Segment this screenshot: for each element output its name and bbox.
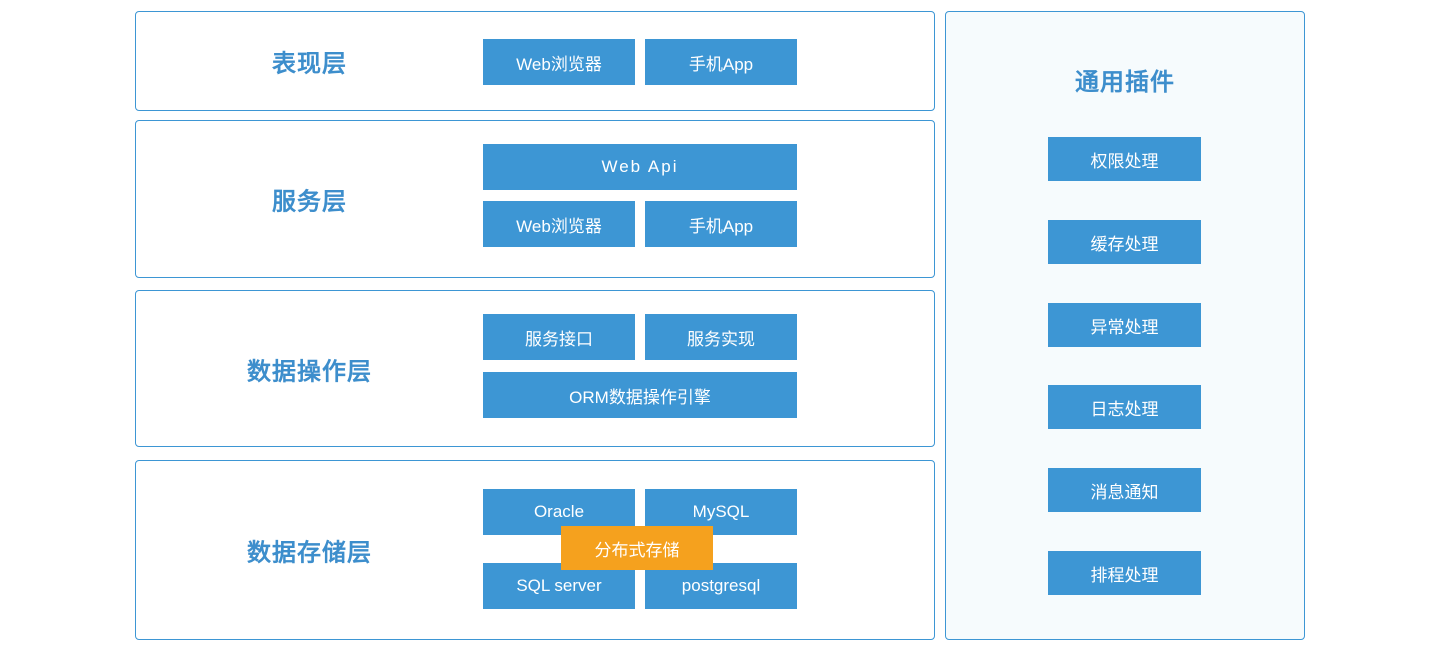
plugin-panel-title: 通用插件 (1075, 69, 1175, 96)
node-sql-server[interactable]: SQL server (483, 563, 635, 609)
node-distributed-storage[interactable]: 分布式存储 (561, 526, 713, 570)
plugin-item-scheduling[interactable]: 排程处理 (1048, 551, 1201, 595)
node-oracle[interactable]: Oracle (483, 489, 635, 535)
node-orm-engine[interactable]: ORM数据操作引擎 (483, 372, 797, 418)
layer-panel-data-storage: 数据存储层 Oracle MySQL SQL server postgresql… (135, 460, 935, 640)
layer-title-data-storage: 数据存储层 (247, 539, 372, 567)
layer-nodes-data-operation: 服务接口 服务实现 ORM数据操作引擎 (483, 291, 934, 446)
plugin-item-permission[interactable]: 权限处理 (1048, 137, 1201, 181)
node-mobile-app[interactable]: 手机App (645, 201, 797, 247)
layer-title-service: 服务层 (272, 188, 347, 216)
node-web-api[interactable]: Web Api (483, 144, 797, 190)
layer-panel-presentation: 表现层 Web浏览器 手机App (135, 11, 935, 111)
layer-panel-service: 服务层 Web Api Web浏览器 手机App (135, 120, 935, 278)
plugin-item-cache[interactable]: 缓存处理 (1048, 220, 1201, 264)
layer-title-presentation: 表现层 (272, 50, 347, 78)
node-service-interface[interactable]: 服务接口 (483, 314, 635, 360)
layer-nodes-service: Web Api Web浏览器 手机App (483, 121, 934, 277)
node-postgresql[interactable]: postgresql (645, 563, 797, 609)
plugin-item-logging[interactable]: 日志处理 (1048, 385, 1201, 429)
node-service-implementation[interactable]: 服务实现 (645, 314, 797, 360)
layer-nodes-data-storage: Oracle MySQL SQL server postgresql 分布式存储 (483, 461, 934, 639)
node-mobile-app[interactable]: 手机App (645, 39, 797, 85)
layer-panel-data-operation: 数据操作层 服务接口 服务实现 ORM数据操作引擎 (135, 290, 935, 447)
layer-nodes-presentation: Web浏览器 手机App (483, 12, 934, 110)
plugin-item-exception[interactable]: 异常处理 (1048, 303, 1201, 347)
layer-title-data-operation: 数据操作层 (247, 358, 372, 385)
plugin-item-notification[interactable]: 消息通知 (1048, 468, 1201, 512)
plugin-panel: 通用插件 权限处理 缓存处理 异常处理 日志处理 消息通知 排程处理 (945, 11, 1305, 640)
node-web-browser[interactable]: Web浏览器 (483, 201, 635, 247)
node-web-browser[interactable]: Web浏览器 (483, 39, 635, 85)
